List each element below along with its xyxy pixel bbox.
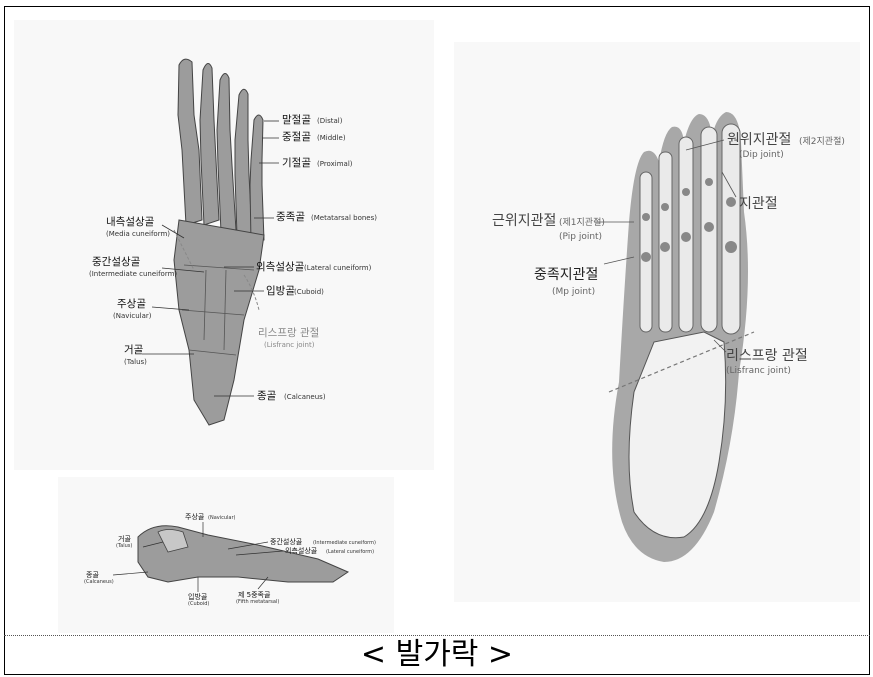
fig1-sub-distal: (Distal) <box>317 117 343 125</box>
fig1-label-lisfranc: 리스프랑 관절 <box>258 326 319 339</box>
fig2-label-navicular: 주상골 <box>185 512 205 521</box>
fig1-sub-talus: (Talus) <box>124 358 147 366</box>
fig1-sub-lateral-cuneiform: (Lateral cuneiform) <box>304 264 372 272</box>
fig3-label-pip-alt: (제1지관절) <box>559 216 605 228</box>
fig2-sub-talus: (Talus) <box>116 543 132 549</box>
fig1-sub-navicular: (Navicular) <box>113 312 152 320</box>
fig3-sub-lisfranc: (Lisfranc joint) <box>726 366 791 376</box>
fig2-sub-intermediate-cuneiform: (Intermediate cuneiform) <box>313 540 376 546</box>
fig2-sub-lateral-cuneiform: (Lateral cuneiform) <box>326 549 374 555</box>
fig3-sub-pip: (Pip joint) <box>559 232 602 242</box>
fig1-label-intermediate-cuneiform: 중간설상골 <box>92 256 141 268</box>
fig1-sub-middle: (Middle) <box>317 134 346 142</box>
fig2-label-calcaneus: 종골 <box>86 571 99 579</box>
fig2-sub-calcaneus: (Calcaneus) <box>84 579 114 585</box>
fig1-label-navicular: 주상골 <box>117 298 146 310</box>
fig1-sub-medial-cuneiform: (Media cuneiform) <box>106 230 170 238</box>
fig3-label-pip: 근위지관절 <box>492 213 556 229</box>
foot-lateral-figure: 주상골 (Navicular) 거골 (Talus) 중간설상골 (Interm… <box>58 477 394 633</box>
fig1-sub-lisfranc: (Lisfranc joint) <box>264 341 315 349</box>
fig1-label-talus: 거골 <box>124 344 144 356</box>
fig1-label-lateral-cuneiform: 외측설상골 <box>256 261 305 273</box>
fig1-sub-proximal: (Proximal) <box>317 160 353 168</box>
fig1-label-metatarsal: 중족골 <box>276 211 305 223</box>
fig3-label-dip-alt: (제2지관절) <box>799 135 845 147</box>
fig1-label-medial-cuneiform: 내측설상골 <box>106 216 155 228</box>
fig3-sub-dip: (Dip joint) <box>739 150 784 160</box>
foot-joints-figure: 원위지관절 (제2지관절) (Dip joint) 지관절 근위지관절 (제1지… <box>454 42 860 602</box>
fig1-label-distal: 말절골 <box>282 113 311 126</box>
fig1-sub-intermediate-cuneiform: (Intermediate cuneiform) <box>89 270 177 278</box>
fig1-sub-cuboid: (Cuboid) <box>294 288 324 296</box>
fig3-label-mp: 중족지관절 <box>534 267 598 283</box>
fig2-sub-cuboid: (Cuboid) <box>188 601 209 607</box>
fig3-sub-mp: (Mp joint) <box>552 287 595 297</box>
fig1-label-proximal: 기절골 <box>282 156 311 169</box>
fig3-label-dip: 원위지관절 <box>727 132 791 148</box>
fig1-sub-metatarsal: (Metatarsal bones) <box>311 214 377 222</box>
fig1-sub-calcaneus: (Calcaneus) <box>284 393 326 401</box>
fig2-label-talus: 거골 <box>118 534 131 543</box>
fig3-label-lisfranc: 리스프랑 관절 <box>726 348 808 364</box>
foot-dorsal-figure: 말절골 (Distal) 중절골 (Middle) 기절골 (Proximal)… <box>14 20 434 470</box>
fig2-label-fifth-metatarsal: 제 5중족골 <box>238 591 271 599</box>
fig3-label-finger-joint: 지관절 <box>739 196 778 212</box>
fig2-sub-navicular: (Navicular) <box>208 515 236 521</box>
fig2-label-cuboid: 입방골 <box>188 592 208 601</box>
fig2-sub-fifth-metatarsal: (Fifth metatarsal) <box>236 599 279 605</box>
fig2-label-intermediate-cuneiform: 중간설상골 <box>270 537 303 546</box>
fig1-label-cuboid: 입방골 <box>266 284 295 297</box>
fig1-label-middle: 중절골 <box>282 130 311 143</box>
fig1-label-calcaneus: 종골 <box>257 390 277 402</box>
figure-caption: < 발가락 > <box>4 636 870 674</box>
fig2-label-lateral-cuneiform: 외측설상골 <box>285 546 318 555</box>
